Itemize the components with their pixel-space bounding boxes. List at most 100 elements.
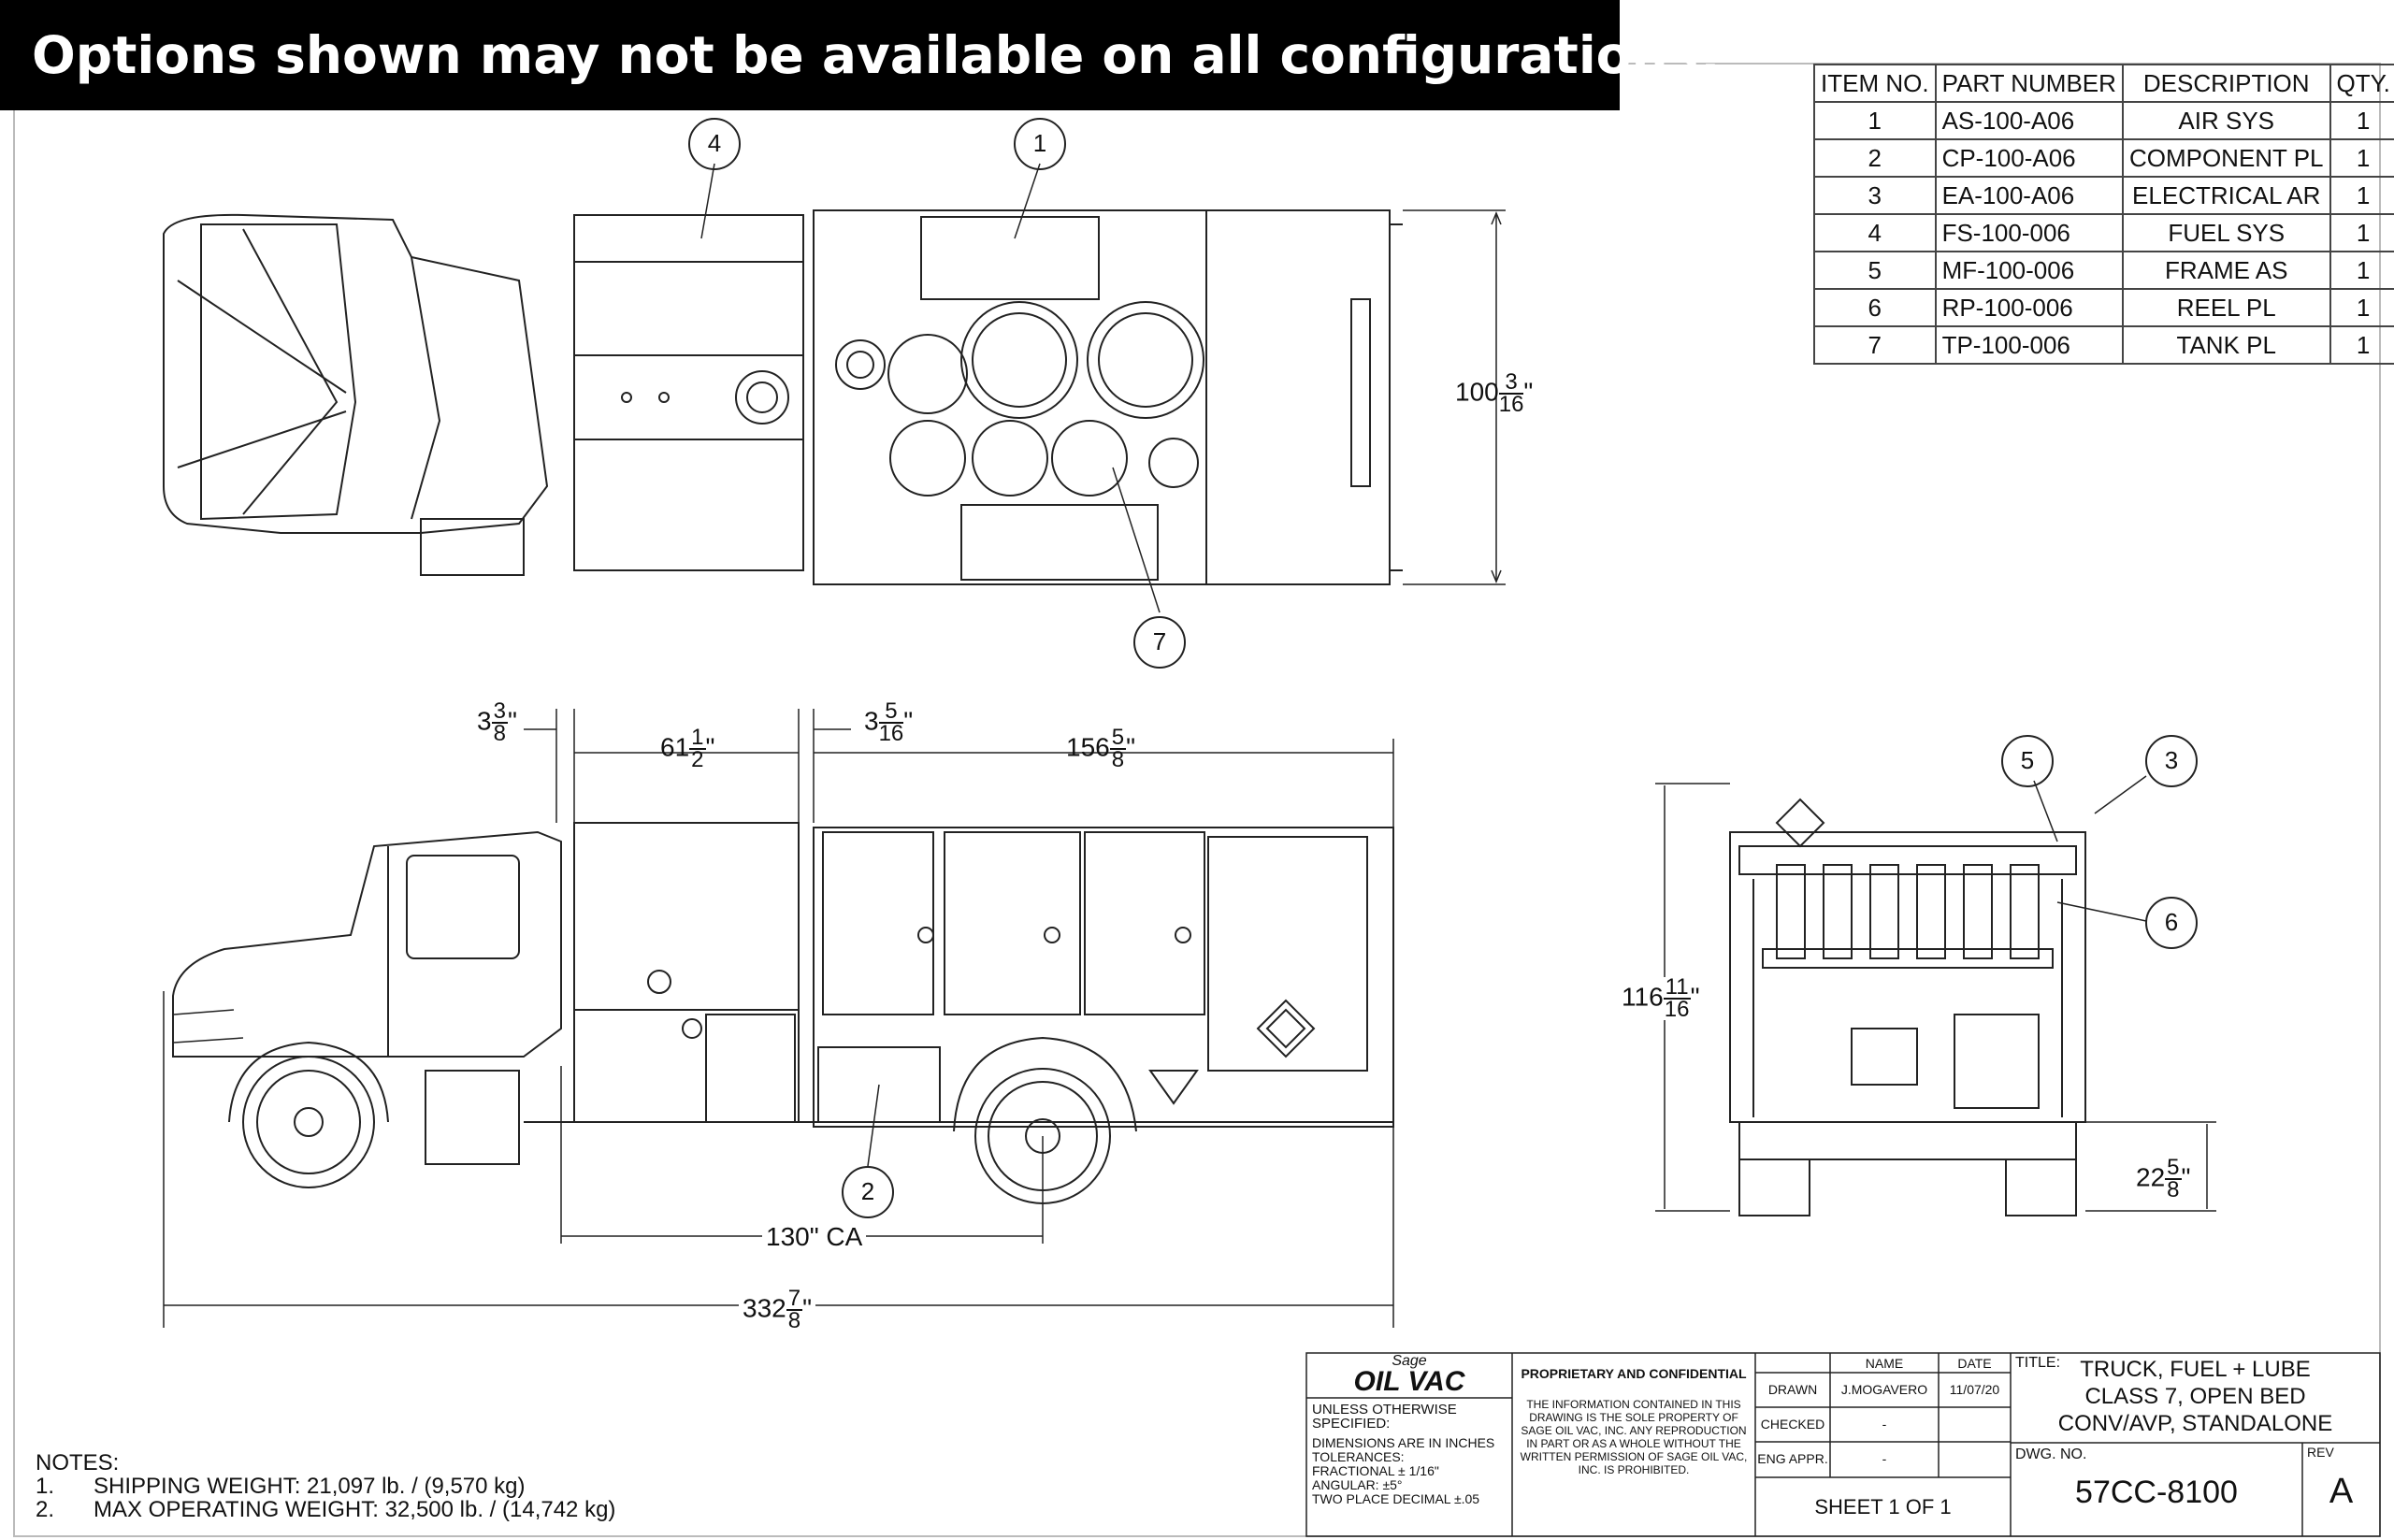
fraction-denominator: 16 [878,721,904,746]
drawing-number: 57CC-8100 [2075,1475,2238,1510]
angular-tolerance: ANGULAR: ±5° [1312,1477,1403,1492]
balloon-3: 3 [2164,746,2179,774]
eng-appr-label: ENG APPR. [1757,1451,1828,1466]
title-block-frame [1305,1352,2381,1537]
inch-mark: " [1690,982,1700,1012]
balloon-5: 5 [2020,746,2035,774]
balloon-4: 4 [707,129,722,157]
proprietary-title: PROPRIETARY AND CONFIDENTIAL [1521,1366,1747,1381]
inch-mark: " [507,706,517,736]
bom-item-no: 1 [1813,101,1937,140]
title-line-2: CLASS 7, OPEN BED [2084,1384,2306,1409]
configuration-warning-banner: Options shown may not be available on al… [0,0,1722,110]
tolerances-label: TOLERANCES: [1312,1449,1405,1464]
bom-part-number: CP-100-A06 [1934,138,2124,178]
bom-qty: 1 [2329,213,2394,252]
bom-header-part-number: PART NUMBER [1934,64,2124,103]
fraction-numerator: 3 [1498,371,1524,395]
drawn-name: J.MOGAVERO [1840,1382,1928,1397]
bom-header-qty: QTY. [2329,64,2394,103]
bom-item-no: 2 [1813,138,1937,178]
bom-description: ELECTRICAL AR [2121,176,2331,215]
dimension-whole: 116 [1622,982,1664,1012]
drawing-title: TRUCK, FUEL + LUBE CLASS 7, OPEN BED CON… [2011,1356,2380,1437]
inch-mark: " [1523,377,1534,407]
fraction-denominator: 2 [691,747,704,772]
logo-top: Sage [1392,1353,1427,1369]
balloon-7: 7 [1152,627,1167,655]
bom-qty: 1 [2329,101,2394,140]
note-number: 2. [36,1497,55,1522]
balloon-circles [688,118,2198,1218]
top-view [163,163,1506,613]
sheet-count: SHEET 1 OF 1 [1814,1495,1952,1518]
bom-header-item-no: ITEM NO. [1813,64,1937,103]
logo-main: OIL VAC [1353,1366,1465,1397]
bom-item-no: 5 [1813,251,1937,290]
notes-title: NOTES: [36,1450,120,1475]
bom-description: AIR SYS [2121,101,2331,140]
inch-mark: " [903,706,914,736]
bom-qty: 1 [2329,176,2394,215]
bom-description: FUEL SYS [2121,213,2331,252]
fraction-numerator: 1 [689,725,706,750]
fraction-denominator: 8 [1111,747,1125,772]
balloon-2: 2 [860,1177,875,1205]
fraction-denominator: 8 [493,721,506,746]
name-header: NAME [1865,1356,1904,1371]
title-line-1: TRUCK, FUEL + LUBE [2080,1357,2311,1382]
bom-qty: 1 [2329,288,2394,327]
bom-part-number: TP-100-006 [1934,325,2124,365]
drawn-date: 11/07/20 [1949,1382,2000,1397]
bom-part-number: FS-100-006 [1934,213,2124,252]
dimensions-in-inches: DIMENSIONS ARE IN INCHES [1312,1435,1495,1450]
bom-qty: 1 [2329,325,2394,365]
unless-specified: UNLESS OTHERWISE SPECIFIED: [1312,1402,1457,1432]
side-view [163,709,1394,1328]
fraction-denominator: 8 [2167,1177,2180,1202]
dimension-whole: 100 [1455,377,1499,407]
proprietary-text: THE INFORMATION CONTAINED IN THIS DRAWIN… [1520,1398,1748,1476]
dimension-whole: 22 [2136,1162,2166,1192]
two-place-tolerance: TWO PLACE DECIMAL ±.05 [1312,1491,1480,1506]
inch-mark: " [802,1293,813,1323]
bom-item-no: 7 [1813,325,1937,365]
note-number: 1. [36,1474,55,1499]
balloon-6: 6 [2164,908,2179,936]
dwg-no-label: DWG. NO. [2015,1446,2087,1462]
fraction-numerator: 7 [786,1286,803,1311]
dimension-cab-to-axle: 130" CA [762,1222,867,1252]
fraction-denominator: 8 [787,1308,801,1333]
bom-part-number: MF-100-006 [1934,251,2124,290]
date-header: DATE [1957,1356,1992,1371]
logo: Sage OIL VAC [1309,1354,1509,1396]
fraction-numerator: 11 [1663,974,1691,1000]
fractional-tolerance: FRACTIONAL ± 1/16" [1312,1463,1439,1478]
eng-appr-name: - [1882,1451,1887,1466]
rear-view [1655,775,2216,1216]
checked-name: - [1882,1417,1887,1432]
bom-description: COMPONENT PL [2121,138,2331,178]
bom-header-row: ITEM NO. PART NUMBER DESCRIPTION QTY. [1813,64,2394,103]
bom-description: FRAME AS [2121,251,2331,290]
bom-description: TANK PL [2121,325,2331,365]
note-item: 2.MAX OPERATING WEIGHT: 32,500 lb. / (14… [36,1498,615,1521]
drawing-notes: NOTES: 1.SHIPPING WEIGHT: 21,097 lb. / (… [36,1451,615,1521]
proprietary-block: PROPRIETARY AND CONFIDENTIAL THE INFORMA… [1517,1366,1751,1477]
bom-part-number: RP-100-006 [1934,288,2124,327]
